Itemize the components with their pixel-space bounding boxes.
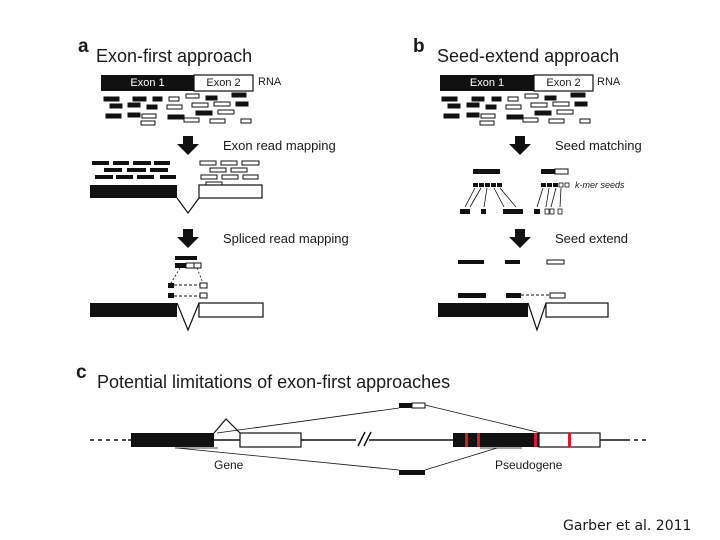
a-rna-exon2 [193,74,254,92]
c-mismatch-2 [477,433,480,447]
c-mismatch-3 [534,433,537,447]
c-read-top-dark [399,403,412,408]
b-arrow-2 [509,229,531,248]
b-step1-label: Seed matching [555,138,642,153]
c-mismatch-1 [465,433,468,447]
a-arrow-1 [177,136,199,155]
panel-a-title: Exon-first approach [96,46,253,66]
b-genome-exon2 [545,302,609,318]
panel-b-letter: b [413,36,425,57]
a-exon2-label: Exon 2 [206,77,241,89]
b-rna-exon2 [533,74,594,92]
panel-b-title: Seed-extend approach [437,46,620,66]
panel-c-title: Potential limitations of exon-first appr… [97,372,451,392]
b-intron [527,302,547,332]
b-rna-exon1 [440,75,534,91]
a-intron-bottom [176,302,200,332]
b-step2-label: Seed extend [555,231,629,246]
a-rna-exon1 [101,75,194,91]
a-intron-top [176,197,200,215]
c-read-top-link-1 [424,404,542,434]
b-genome-exon1 [438,303,528,317]
b-rna-label: RNA [597,76,621,88]
a-reads [103,92,252,126]
b-reads [441,92,591,126]
c-gene-label: Gene [214,458,244,472]
b-seed-reads [460,168,570,215]
c-break-1 [357,431,366,447]
a-genome-exon2-top [198,184,263,199]
c-read-bottom-link-2 [424,447,498,471]
c-break-2 [363,431,372,447]
a-genome-exon2-bottom [198,302,264,318]
a-step2-label: Spliced read mapping [223,231,349,246]
c-pseudogene-dark [453,433,539,447]
c-gene-exon2 [239,432,302,448]
c-read-bottom [399,470,425,475]
a-exon1-label: Exon 1 [130,77,165,89]
a-mapped-reads [92,161,176,179]
citation: Garber et al. 2011 [563,518,692,534]
c-read-bottom-link-1 [176,447,400,471]
c-read-top-link-2 [216,407,400,434]
a-step1-label: Exon read mapping [223,138,336,153]
b-exon1-label: Exon 1 [469,77,505,89]
b-arrow-1 [509,136,531,155]
panel-a-letter: a [78,36,89,57]
b-exon2-label: Exon 2 [546,77,581,89]
b-extended-reads [458,259,566,299]
a-arrow-2 [177,229,199,248]
c-gene-exon1 [131,433,214,447]
a-genome-exon1-top [90,185,177,198]
c-read-top-light [411,402,426,409]
a-genome-exon1-bottom [90,303,177,317]
c-pseudogene-label: Pseudogene [495,458,563,472]
c-gene-intron [213,418,241,434]
a-spliced-read [168,256,208,299]
a-mapped-reads-exon2 [199,160,260,187]
panel-c-letter: c [76,362,87,383]
b-kmer-label: k-mer seeds [575,180,625,190]
c-mismatch-4 [568,433,571,447]
a-rna-label: RNA [258,76,282,88]
